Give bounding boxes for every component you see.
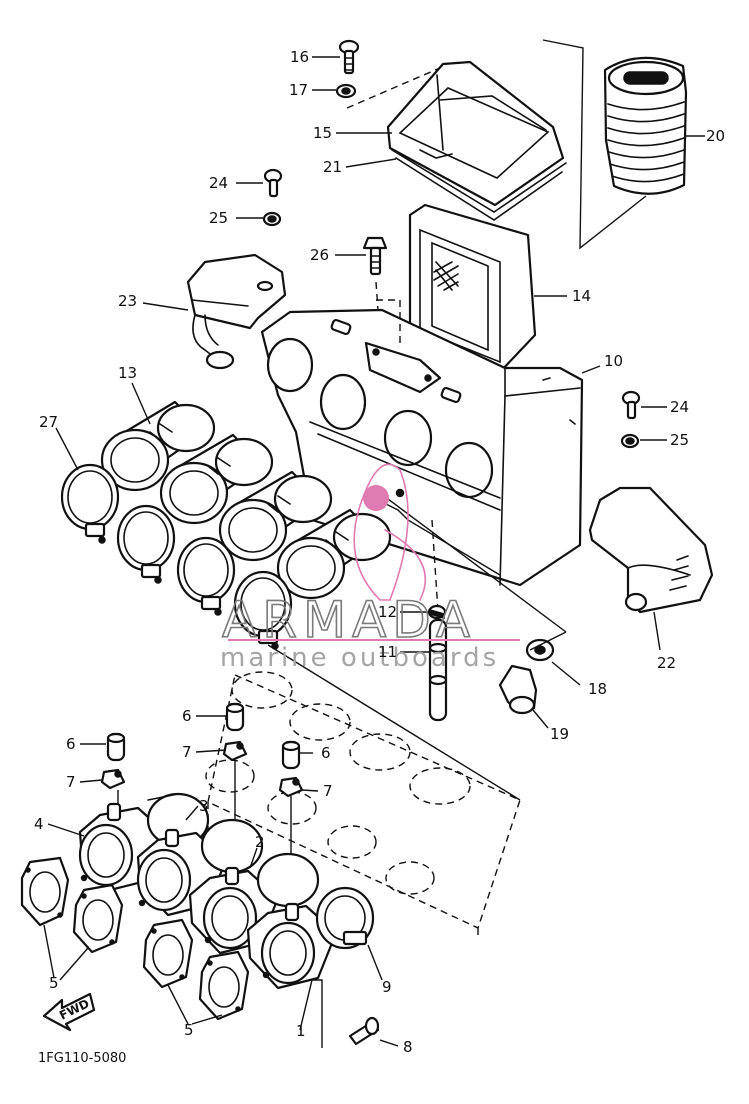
washer-17 [335,83,357,99]
callout-6-mid: 6 [182,707,192,725]
callout-24-top: 24 [209,174,228,192]
callout-13: 13 [118,364,137,382]
watermark-logo-dot-icon [363,485,389,511]
drain-plug [525,638,555,662]
air-filter-cover [386,60,565,207]
callout-6-right: 6 [321,744,331,762]
forward-arrow-icon: FWD [42,992,96,1032]
callout-16: 16 [290,48,309,66]
callout-11: 11 [378,643,397,661]
callout-19: 19 [550,725,569,743]
bolt-26-guide [375,281,401,346]
manifold-4 [78,792,210,892]
callout-18: 18 [588,680,607,698]
cover-seal [391,149,567,221]
bolt-8 [348,1016,380,1046]
engine-guide-line [267,644,521,801]
callout-7-right: 7 [323,782,333,800]
joint-3 [218,470,333,562]
clamp-3 [176,536,236,616]
clip-c [278,776,304,798]
dashed-guide-16 [346,67,441,109]
screw-24a [263,168,283,198]
screw-16 [338,39,360,75]
screw-24b [621,390,641,420]
callout-10: 10 [604,352,623,370]
clamp-1 [60,463,120,544]
air-filter-element [408,203,537,374]
callout-4: 4 [34,815,44,833]
plug-guide-line [529,631,567,651]
insulator-gaskets [20,856,250,1021]
element-mesh [433,261,459,291]
callout-8: 8 [403,1038,413,1056]
intake-duct [603,56,688,195]
callout-5-bottom: 5 [184,1021,194,1039]
gasket-c [142,918,194,989]
callout-3: 3 [199,797,209,815]
joint-1 [100,400,216,492]
gasket-d [198,950,250,1021]
manifold-joint-9 [315,886,375,950]
clip-a [100,768,126,790]
callout-17: 17 [289,81,308,99]
callout-6-left: 6 [66,735,76,753]
breather-hose [428,618,448,722]
clip-b [222,740,248,762]
callout-1: 1 [296,1022,306,1040]
side-cover-right [588,486,714,614]
callout-27: 27 [39,413,58,431]
joint-clamps [60,463,293,650]
hose-clip [427,604,447,620]
manifold-1 [246,902,338,990]
cap-a [106,732,126,762]
callout-7-mid: 7 [182,743,192,761]
callout-9: 9 [382,978,392,996]
elbow-fitting [498,664,538,715]
clamp-2 [116,504,176,584]
callout-24-right: 24 [670,398,689,416]
leader-lines [43,56,705,1048]
callout-25-right: 25 [670,431,689,449]
intake-manifolds [78,792,375,990]
carburetor-joints [100,400,392,600]
callout-26: 26 [310,246,329,264]
watermark-subtitle: marine outboards [220,643,499,673]
case-lower-guide [377,499,501,576]
cap-b [225,702,245,732]
callout-numbers: 16 17 15 21 20 24 25 26 14 23 10 24 25 1… [34,48,725,1056]
armada-watermark: ARMADA marine outboards [220,463,520,673]
joint-4 [276,508,392,600]
duct-guide-line [542,39,647,250]
diagram-part-code: 1FG110-5080 [38,1051,126,1066]
cap-c [281,740,301,770]
callout-22: 22 [657,654,676,672]
callout-20: 20 [706,127,725,145]
callout-23: 23 [118,292,137,310]
callout-21: 21 [323,158,342,176]
washer-25b [620,433,640,449]
gasket-b [72,883,124,954]
washer-25a [262,211,282,227]
callout-7-left: 7 [66,773,76,791]
bolt-26 [362,236,388,276]
gasket-a [20,856,70,927]
joint-2 [159,433,274,525]
callout-2: 2 [255,833,265,851]
clamp-4 [233,570,293,650]
callout-15: 15 [313,124,332,142]
callout-5-left: 5 [49,974,59,992]
callout-25-top: 25 [209,209,228,227]
callout-14: 14 [572,287,591,305]
case-bracket-left [186,253,287,370]
callout-12: 12 [378,603,397,621]
